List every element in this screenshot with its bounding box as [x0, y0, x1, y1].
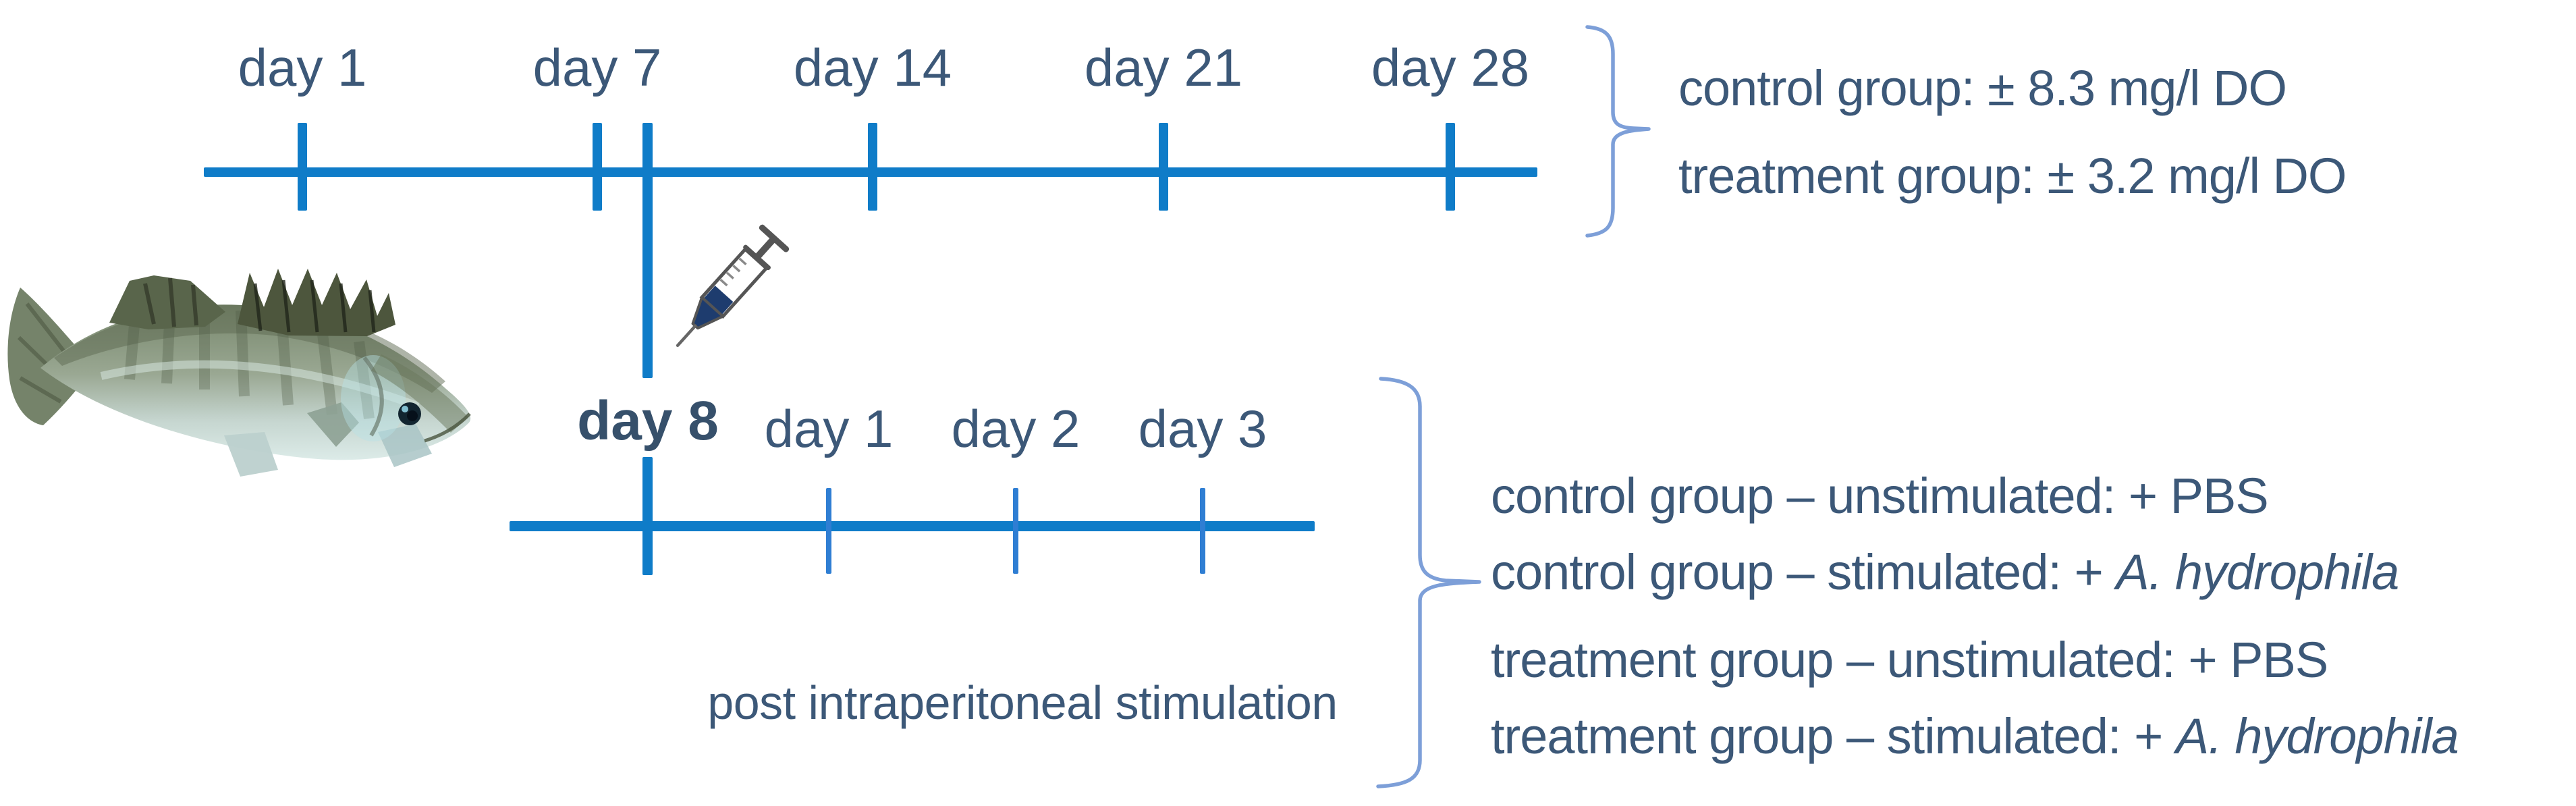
fish-tail-fin [7, 288, 94, 425]
pikeperch-fish-image [7, 269, 471, 477]
bottom-legend-treatment-stimulated-species: A. hydrophila [2175, 708, 2459, 764]
bottom-legend-control-stimulated: control group – stimulated: + A. hydroph… [1491, 546, 2399, 599]
bottom-timeline-tick-day-3 [1200, 488, 1205, 574]
syringe-icon [676, 224, 790, 348]
bottom-legend-control-stimulated-prefix: control group – stimulated: + [1491, 544, 2116, 600]
bottom-label-day-8: day 8 [577, 390, 719, 452]
bottom-legend-control-unstimulated: control group – unstimulated: + PBS [1491, 468, 2269, 524]
top-timeline-tick-day-7 [593, 123, 602, 211]
top-timeline-tick-day-28 [1446, 123, 1455, 211]
bottom-legend-control-stimulated-species: A. hydrophila [2116, 544, 2399, 600]
top-label-day-21: day 21 [1084, 38, 1243, 97]
top-label-day-7: day 7 [532, 38, 662, 97]
top-timeline-tick-day-21 [1159, 123, 1168, 211]
injection-day-vertical-line-upper [642, 123, 653, 378]
bottom-timeline-line [510, 521, 1315, 531]
injection-day-vertical-line-lower [642, 457, 653, 575]
fish-pectoral-fin [307, 402, 359, 447]
top-label-day-1: day 1 [238, 38, 367, 97]
fish-mouth [424, 412, 471, 443]
bottom-legend-treatment-stimulated: treatment group – stimulated: + A. hydro… [1491, 710, 2459, 763]
fish-dorsal-fin-2 [238, 269, 395, 336]
fish-anal-fin [378, 424, 432, 467]
bottom-label-day-1: day 1 [764, 399, 894, 458]
bottom-timeline-tick-day-2 [1013, 488, 1018, 574]
brace-top-groups [1585, 25, 1651, 238]
top-legend-control-group: control group: ± 8.3 mg/l DO [1678, 60, 2287, 116]
brace-bottom-groups [1376, 377, 1481, 788]
top-label-day-14: day 14 [793, 38, 952, 97]
bottom-legend-treatment-stimulated-prefix: treatment group – stimulated: + [1491, 708, 2176, 764]
fish-dorsal-fin-1 [109, 275, 225, 329]
bottom-label-day-2: day 2 [951, 399, 1080, 458]
top-timeline-tick-day-1 [298, 123, 307, 211]
bottom-timeline-tick-day-1 [826, 488, 831, 574]
top-timeline-tick-day-14 [868, 123, 877, 211]
top-label-day-28: day 28 [1371, 38, 1530, 97]
top-legend-treatment-group: treatment group: ± 3.2 mg/l DO [1678, 148, 2347, 204]
fish-gill-line [362, 356, 384, 437]
bottom-legend-treatment-unstimulated: treatment group – unstimulated: + PBS [1491, 632, 2328, 688]
bottom-timeline-caption: post intraperitoneal stimulation [707, 676, 1338, 729]
fish-pelvic-fin [224, 432, 278, 477]
bottom-label-day-3: day 3 [1138, 399, 1267, 458]
